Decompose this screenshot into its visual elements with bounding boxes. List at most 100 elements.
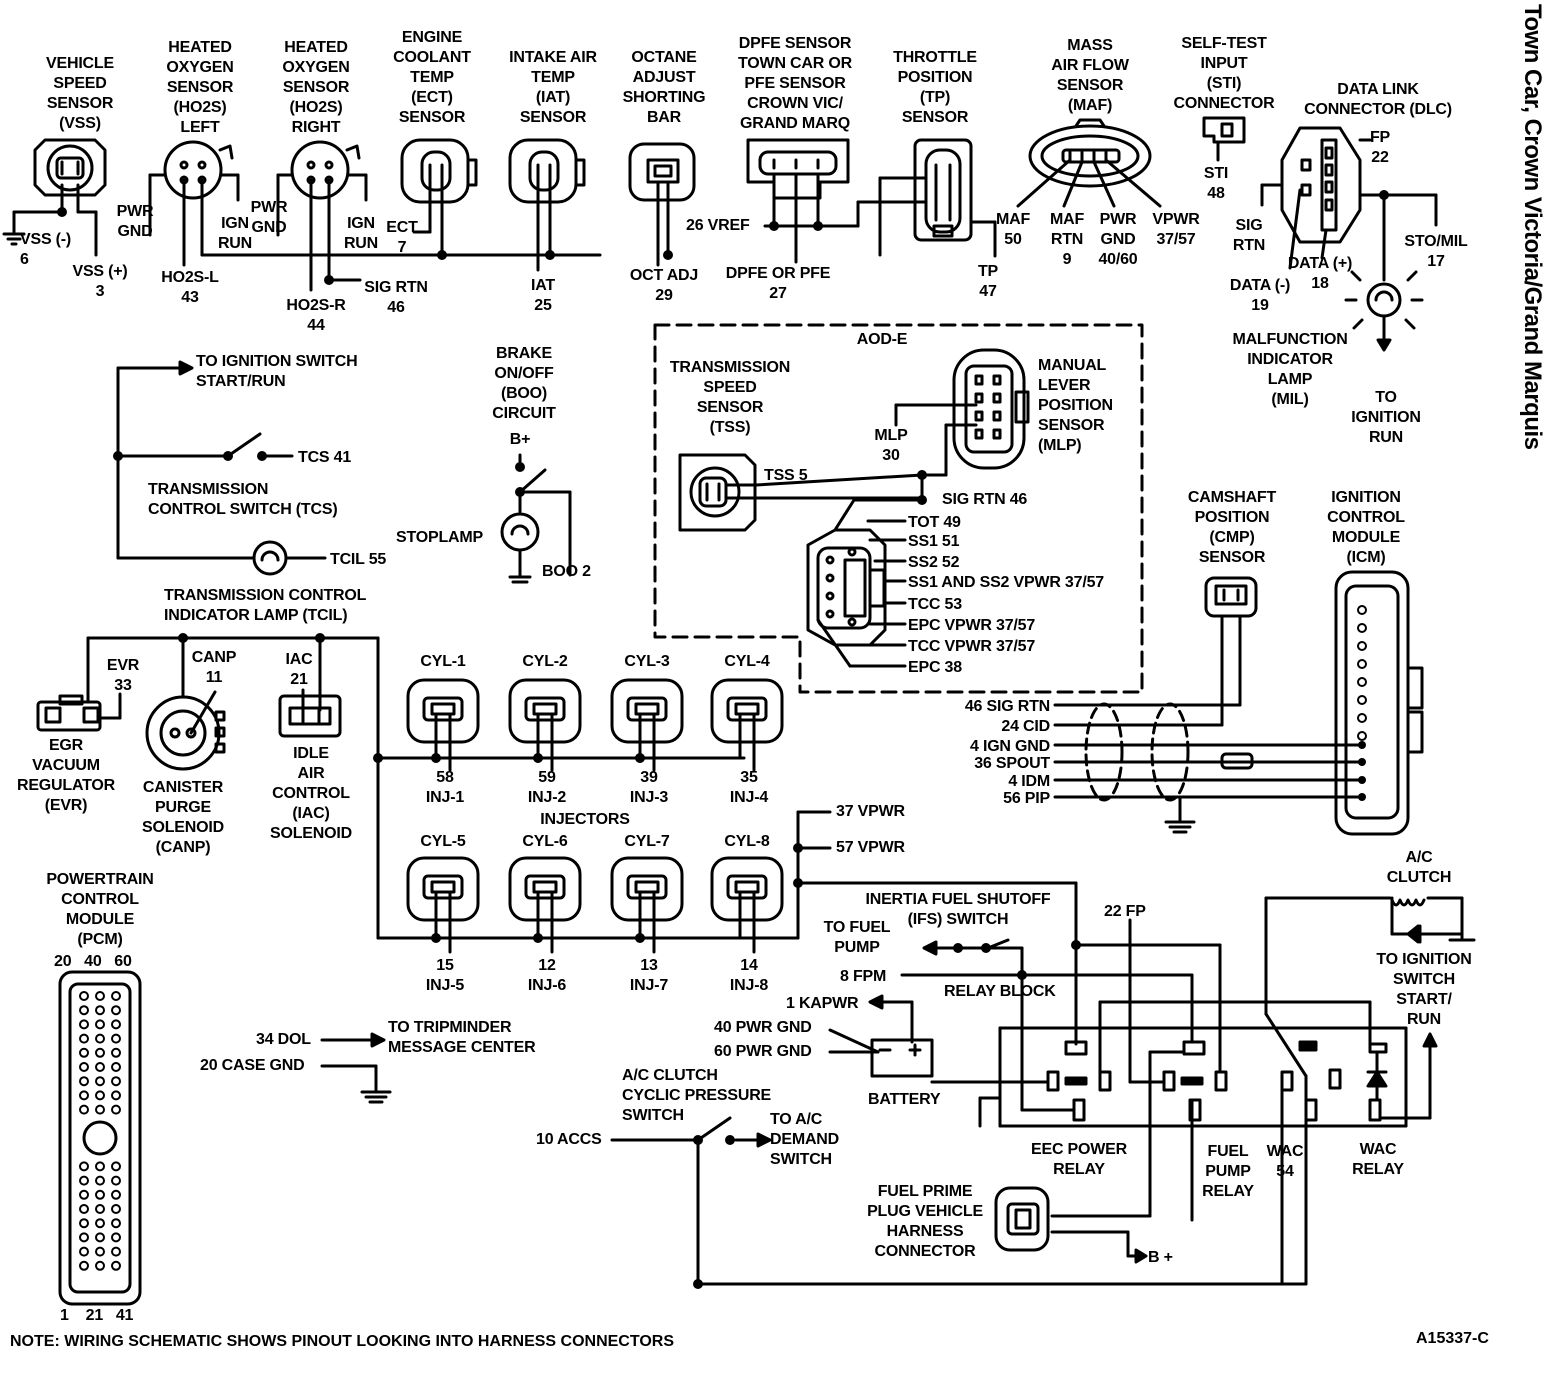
pcm-pin bbox=[95, 1161, 105, 1172]
sig-rtn-dlc-label: SIG RTN bbox=[1232, 217, 1266, 254]
epc-vpwr-label: EPC VPWR 37/57 bbox=[908, 617, 1036, 634]
ect-title: ENGINE COOLANT TEMP (ECT) SENSOR bbox=[393, 29, 471, 126]
vref-26-label: 26 VREF bbox=[686, 217, 750, 234]
figure-code: A15337-C bbox=[1416, 1330, 1489, 1347]
pip-56-label: 56 PIP bbox=[1003, 790, 1050, 807]
pcm-pin bbox=[79, 1189, 89, 1200]
aode-title: AOD-E bbox=[856, 331, 908, 348]
ho2s-r-label: HO2S-R 44 bbox=[286, 297, 346, 334]
tss-title: TRANSMISSION SPEED SENSOR (TSS) bbox=[669, 359, 791, 436]
pcm-pin bbox=[111, 991, 121, 1001]
pcm-pin bbox=[79, 1062, 89, 1072]
to-fuel-pump-label: TO FUEL PUMP bbox=[823, 919, 891, 956]
dpfe-connector bbox=[746, 138, 850, 200]
sto-mil-label: STO/MIL 17 bbox=[1404, 233, 1468, 270]
pwr-gnd-60-label: 60 PWR GND bbox=[714, 1043, 812, 1060]
to-ac-demand-label: TO A/C DEMAND SWITCH bbox=[770, 1111, 840, 1168]
pcm-connector bbox=[58, 970, 142, 1306]
vss-connector bbox=[33, 138, 107, 197]
ect-connector bbox=[400, 138, 478, 204]
cyl8-label: CYL-8 bbox=[724, 833, 770, 850]
pcm-pin bbox=[111, 1246, 121, 1257]
fp-22b-label: 22 FP bbox=[1104, 903, 1146, 920]
idm-4-label: 4 IDM bbox=[1008, 773, 1050, 790]
side-title: Town Car, Crown Victoria/Grand Marquis bbox=[1519, 4, 1546, 450]
ho2s-l-label: HO2S-L 43 bbox=[161, 269, 219, 306]
evr-33-label: EVR 33 bbox=[106, 657, 140, 694]
iat-title: INTAKE AIR TEMP (IAT) SENSOR bbox=[509, 49, 597, 126]
ign-run-label-1: IGN RUN bbox=[217, 215, 253, 252]
pwr-gnd-label-2: PWR GND bbox=[250, 199, 288, 236]
vpwr-3757-label: VPWR 37/57 bbox=[1152, 211, 1200, 248]
pcm-pin bbox=[95, 1090, 105, 1101]
tcc-53-label: TCC 53 bbox=[908, 596, 962, 613]
iac-21-label: IAC 21 bbox=[285, 651, 313, 688]
pcm-pin bbox=[79, 1218, 89, 1229]
pcm-pin bbox=[111, 1062, 121, 1072]
fuel-prime-connector bbox=[994, 1186, 1050, 1252]
pcm-pin bbox=[79, 1260, 89, 1271]
pcm-pin bbox=[111, 1033, 121, 1044]
junction-dots bbox=[57, 190, 1389, 1289]
pcm-pin bbox=[111, 1104, 121, 1115]
pcm-pin bbox=[79, 1232, 89, 1243]
wac-54-label: WAC 54 bbox=[1266, 1143, 1304, 1180]
pwr-gnd-4060-label: PWR GND 40/60 bbox=[1098, 211, 1138, 268]
vpwr-57-label: 57 VPWR bbox=[836, 839, 905, 856]
tcil-55-label: TCIL 55 bbox=[330, 551, 387, 568]
pcm-pin bbox=[79, 1204, 89, 1214]
ac-cyclic-title: A/C CLUTCH CYCLIC PRESSURE SWITCH bbox=[622, 1067, 772, 1124]
pcm-bottom-pins: 1 21 41 bbox=[60, 1307, 134, 1324]
tot-49-label: TOT 49 bbox=[908, 514, 961, 531]
tcs-41-label: TCS 41 bbox=[298, 449, 352, 466]
injector-connectors bbox=[406, 678, 784, 922]
transmission-connector bbox=[806, 528, 887, 647]
ss1-51-label: SS1 51 bbox=[908, 533, 960, 550]
pcm-pin bbox=[79, 1090, 89, 1101]
pcm-pin bbox=[95, 1189, 105, 1200]
pcm-pin bbox=[111, 1175, 121, 1186]
tss-5-label: TSS 5 bbox=[764, 467, 808, 484]
ho2s-left-title: HEATED OXYGEN SENSOR (HO2S) LEFT bbox=[166, 39, 234, 136]
sti-title: SELF-TEST INPUT (STI) CONNECTOR bbox=[1173, 35, 1275, 112]
cyl6-label: CYL-6 bbox=[522, 833, 568, 850]
cyl4-label: CYL-4 bbox=[724, 653, 770, 670]
cmp-title: CAMSHAFT POSITION (CMP) SENSOR bbox=[1187, 489, 1277, 566]
to-ign-start-run-label: TO IGNITION SWITCH START/RUN bbox=[196, 353, 358, 390]
mlp-title: MANUAL LEVER POSITION SENSOR (MLP) bbox=[1038, 357, 1113, 454]
pcm-pin bbox=[79, 1019, 89, 1030]
battery-label: BATTERY bbox=[868, 1091, 941, 1108]
fuel-pump-relay-title: FUEL PUMP RELAY bbox=[1202, 1143, 1254, 1200]
ho2s-right-connector bbox=[290, 140, 361, 200]
inj5-label: 15 INJ-5 bbox=[425, 957, 465, 994]
pcm-pin bbox=[111, 1161, 121, 1172]
oct-adj-label: OCT ADJ 29 bbox=[629, 267, 699, 304]
iat-25-label: IAT 25 bbox=[531, 277, 555, 314]
canp-title: CANISTER PURGE SOLENOID (CANP) bbox=[142, 779, 224, 856]
pcm-pin bbox=[95, 1175, 105, 1186]
pwr-gnd-label-1: PWR GND bbox=[116, 203, 154, 240]
dol-34-label: 34 DOL bbox=[256, 1031, 311, 1048]
pcm-pin bbox=[111, 1019, 121, 1030]
tcil-title: TRANSMISSION CONTROL INDICATOR LAMP (TCI… bbox=[164, 587, 367, 624]
dpfe-27-label: DPFE OR PFE 27 bbox=[725, 265, 831, 302]
pcm-pin bbox=[95, 1076, 105, 1087]
boo-2-label: BOO 2 bbox=[542, 563, 591, 580]
pcm-pin bbox=[79, 1076, 89, 1087]
tcs-title: TRANSMISSION CONTROL SWITCH (TCS) bbox=[148, 481, 338, 518]
ss-vpwr-label: SS1 AND SS2 VPWR 37/57 bbox=[908, 574, 1104, 591]
iac-title: IDLE AIR CONTROL (IAC) SOLENOID bbox=[270, 745, 352, 842]
ect-7-label: ECT 7 bbox=[386, 219, 418, 256]
b-plus-label-1: B+ bbox=[509, 431, 531, 448]
fpm-8-label: 8 FPM bbox=[840, 968, 887, 985]
dlc-connector bbox=[1280, 126, 1362, 244]
ho2s-left-connector bbox=[163, 140, 234, 200]
evr-connector bbox=[36, 694, 102, 732]
pcm-title: POWERTRAIN CONTROL MODULE (PCM) bbox=[46, 871, 154, 948]
pcm-pin bbox=[95, 1047, 105, 1058]
battery-symbol bbox=[870, 1038, 934, 1078]
icm-title: IGNITION CONTROL MODULE (ICM) bbox=[1327, 489, 1405, 566]
pcm-pin bbox=[95, 1204, 105, 1214]
canp-11-label: CANP 11 bbox=[191, 649, 237, 686]
b-plus-label-2: B + bbox=[1148, 1249, 1173, 1266]
